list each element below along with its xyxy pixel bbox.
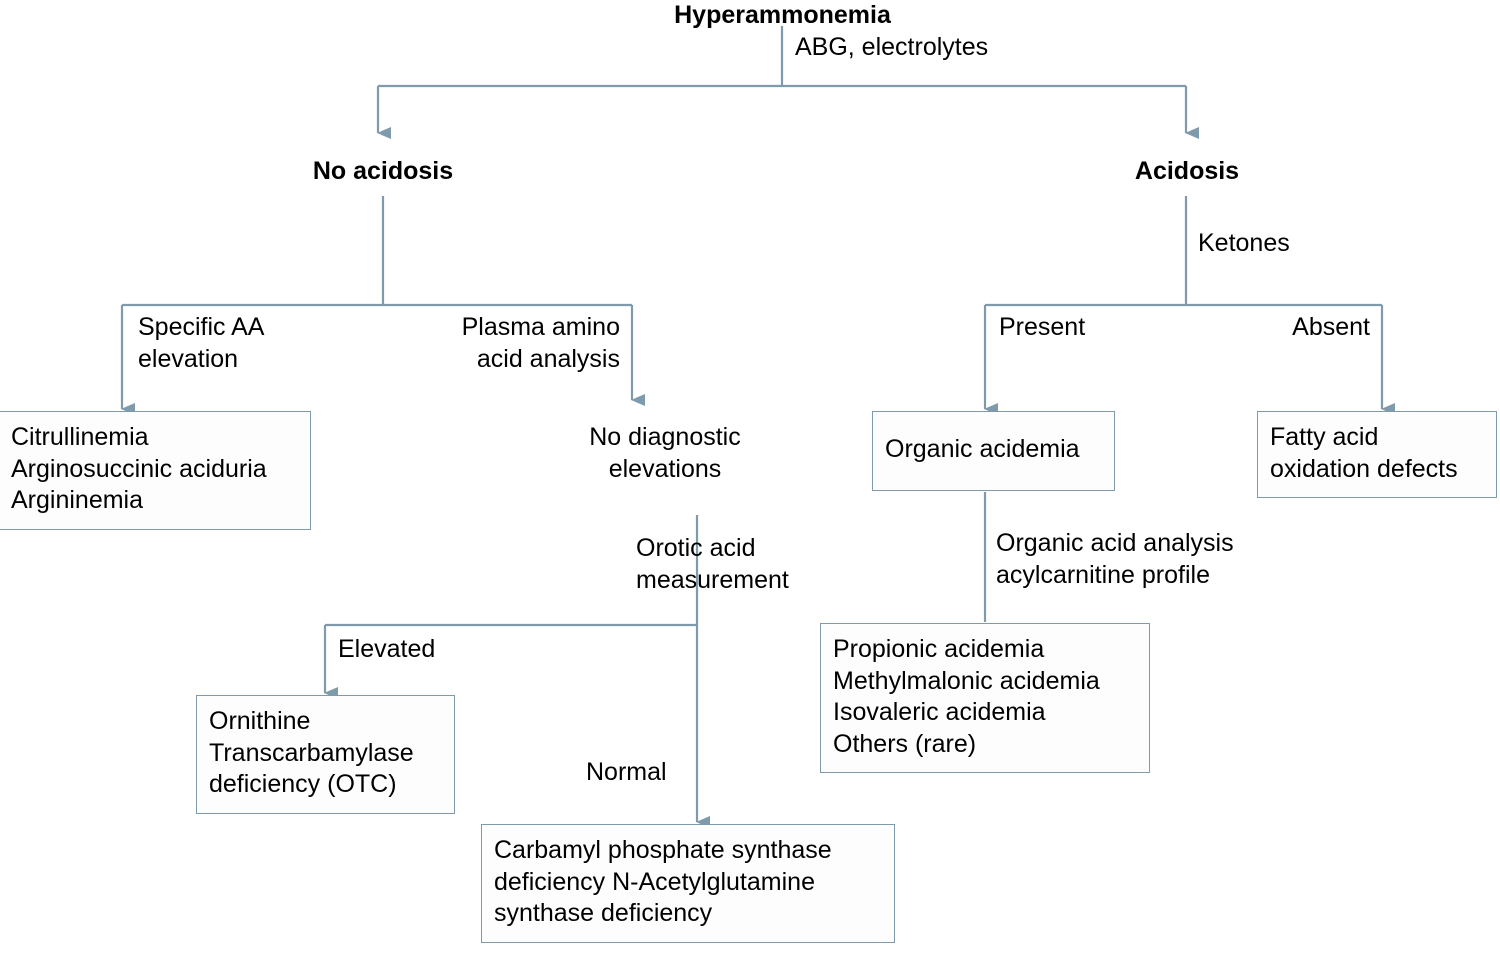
node-acidosis: Acidosis	[1134, 157, 1240, 185]
label-plasma-amino-acid-analysis: Plasma amino acid analysis	[461, 313, 620, 373]
node-hyperammonemia: Hyperammonemia	[674, 1, 891, 29]
label-present: Present	[999, 313, 1086, 341]
box-fatty-acid-oxidation-defects: Fatty acid oxidation defects	[1257, 411, 1497, 498]
label-elevated: Elevated	[338, 635, 436, 663]
box-otc-deficiency: Ornithine Transcarbamylase deficiency (O…	[196, 695, 455, 814]
label-normal: Normal	[586, 758, 667, 786]
label-specific-aa-elevation: Specific AA elevation	[138, 313, 265, 373]
label-organic-acid-analysis: Organic acid analysis acylcarnitine prof…	[996, 529, 1234, 589]
label-abg-electrolytes: ABG, electrolytes	[795, 33, 989, 61]
label-absent: Absent	[1292, 313, 1370, 341]
box-urea-cycle-specific: Citrullinemia Arginosuccinic aciduria Ar…	[0, 411, 311, 530]
label-no-diagnostic-elevations: No diagnostic elevations	[589, 423, 741, 483]
label-ketones: Ketones	[1198, 229, 1290, 257]
box-cps-nags-deficiency: Carbamyl phosphate synthase deficiency N…	[481, 824, 895, 943]
label-orotic-acid-measurement: Orotic acid measurement	[636, 534, 789, 594]
node-no-acidosis: No acidosis	[312, 157, 454, 185]
box-organic-acidemia: Organic acidemia	[872, 411, 1115, 491]
box-organic-acidemia-list: Propionic acidemia Methylmalonic acidemi…	[820, 623, 1150, 773]
